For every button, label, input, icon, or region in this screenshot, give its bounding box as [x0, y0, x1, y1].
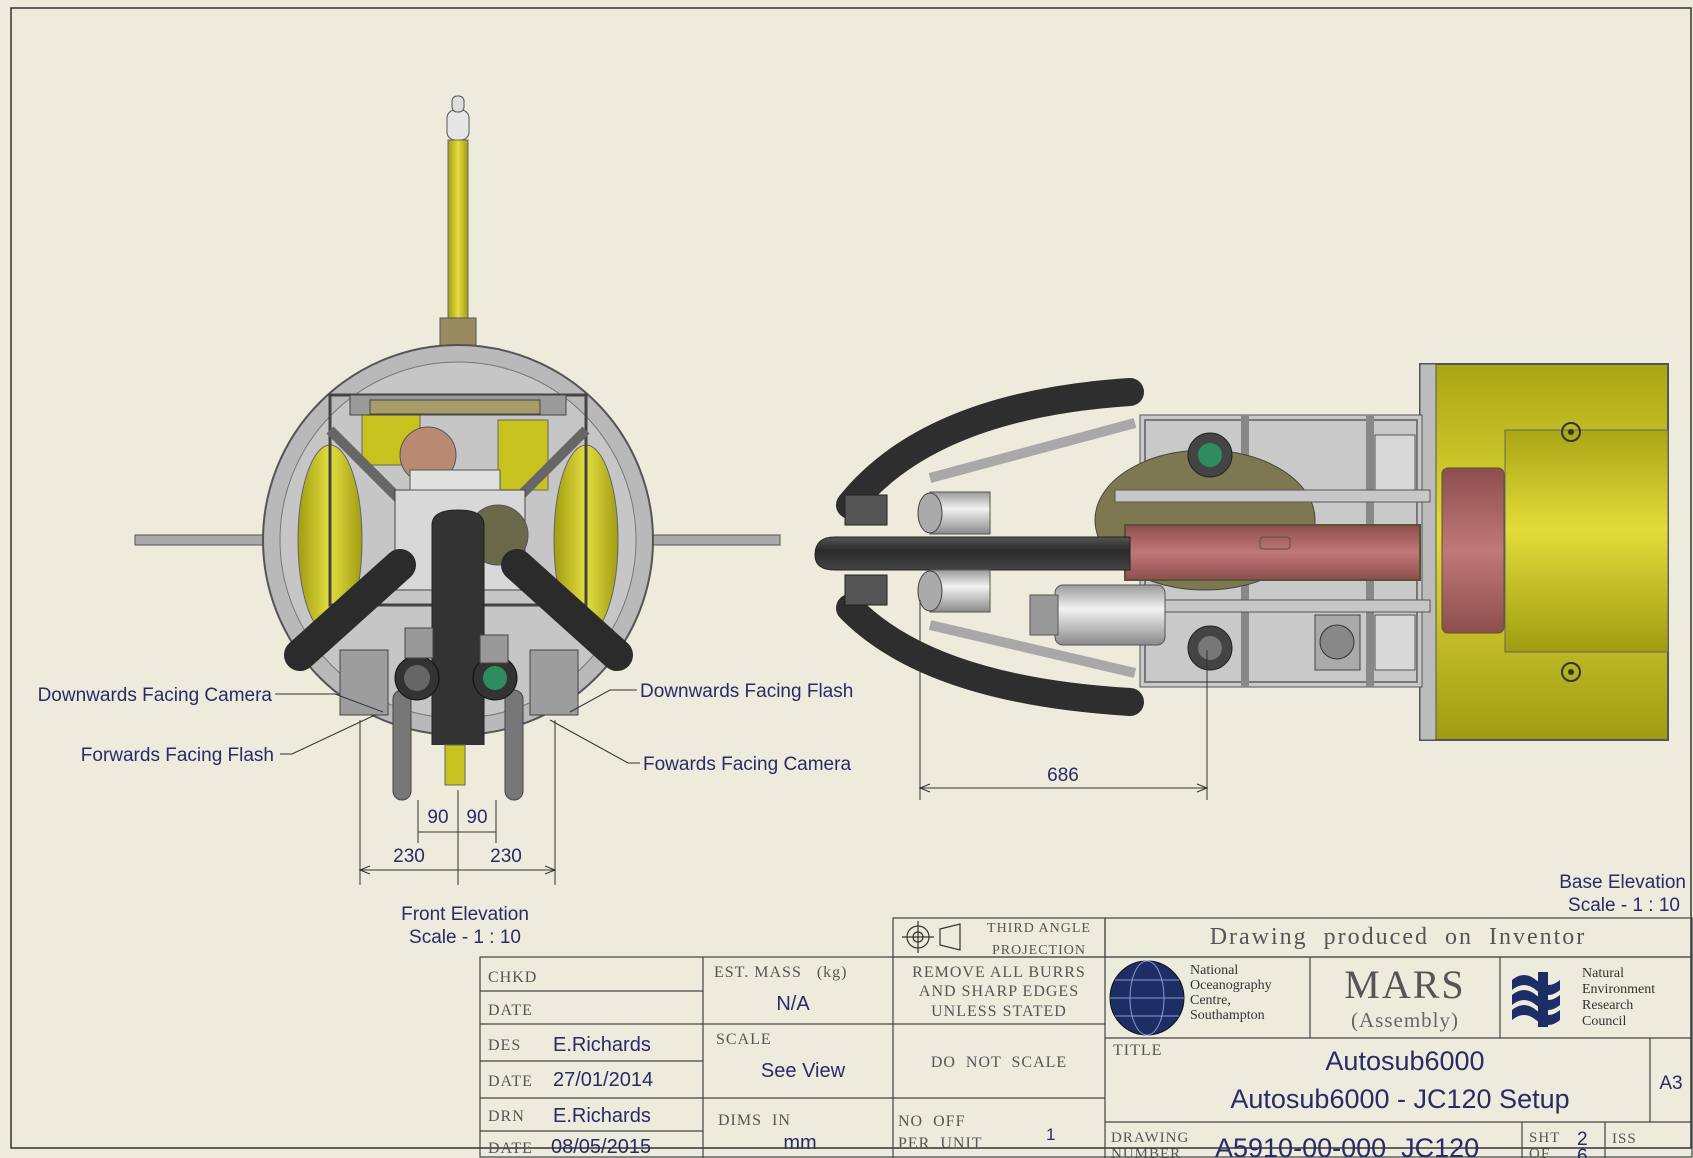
base-elevation-title: Base Elevation	[1559, 872, 1686, 893]
noc-line4: Southampton	[1190, 1008, 1265, 1023]
per-unit-label: PER UNIT	[898, 1135, 983, 1152]
noc-line1: National	[1190, 963, 1238, 978]
callout-forwards-camera: Fowards Facing Camera	[643, 754, 851, 775]
drawing-number-value: A5910-00-000_JC120	[1215, 1133, 1479, 1158]
title-line1: Autosub6000	[1325, 1046, 1484, 1076]
noc-globe-logo	[1109, 960, 1185, 1036]
nerc-line4: Council	[1582, 1014, 1626, 1029]
callout-downwards-camera: Downwards Facing Camera	[38, 685, 273, 706]
date-label: DATE	[488, 1002, 533, 1019]
sheet-border	[10, 7, 1692, 1149]
est-mass-value: N/A	[776, 993, 810, 1015]
burrs-line2: AND SHARP EDGES	[919, 983, 1079, 1000]
base-elevation-scale: Scale - 1 : 10	[1568, 895, 1680, 916]
projection-line1: THIRD ANGLE	[987, 921, 1091, 936]
callout-forwards-flash: Forwards Facing Flash	[81, 745, 274, 766]
front-elevation-view	[134, 95, 781, 801]
issue-label: ISS	[1612, 1131, 1637, 1147]
dimension-230-right: 230	[490, 846, 522, 867]
front-elevation-scale: Scale - 1 : 10	[409, 927, 521, 948]
front-elevation-title: Front Elevation	[401, 904, 529, 925]
nerc-wave-logo	[1512, 972, 1560, 1027]
title-line2: Autosub6000 - JC120 Setup	[1230, 1084, 1569, 1114]
designer-value: E.Richards	[553, 1034, 651, 1056]
sheet-size: A3	[1659, 1073, 1682, 1094]
drawn-date-value: 08/05/2015	[551, 1136, 651, 1158]
burrs-line1: REMOVE ALL BURRS	[912, 964, 1086, 981]
callout-leaders	[275, 689, 640, 764]
title-block	[479, 917, 1693, 1158]
burrs-line3: UNLESS STATED	[931, 1003, 1067, 1020]
mars-subtitle: (Assembly)	[1351, 1008, 1459, 1032]
sheet-of-label: OF	[1529, 1146, 1550, 1158]
title-label: TITLE	[1113, 1042, 1162, 1059]
drn-label: DRN	[488, 1108, 525, 1125]
des-label: DES	[488, 1037, 521, 1054]
noc-line2: Oceanography	[1190, 978, 1272, 993]
design-date-value: 27/01/2014	[553, 1069, 653, 1091]
third-angle-projection-icon	[902, 921, 961, 953]
scale-label: SCALE	[716, 1031, 772, 1048]
drawn-by-value: E.Richards	[553, 1105, 651, 1127]
do-not-scale: DO NOT SCALE	[931, 1054, 1067, 1071]
sheet-label: SHT	[1529, 1130, 1560, 1146]
nerc-line3: Research	[1582, 998, 1633, 1013]
dimension-90-left: 90	[427, 807, 448, 828]
dimension-230-left: 230	[393, 846, 425, 867]
drawing-number-label-2: NUMBER	[1111, 1146, 1181, 1158]
nerc-line2: Environment	[1582, 982, 1655, 997]
drawn-date-label: DATE	[488, 1140, 533, 1157]
dimension-lines	[358, 600, 1209, 885]
dims-value: mm	[783, 1132, 816, 1154]
no-off-value: 1	[1046, 1125, 1055, 1144]
nerc-line1: Natural	[1582, 966, 1624, 981]
drawing-number-label: DRAWING	[1111, 1130, 1189, 1146]
produced-on-inventor: Drawing produced on Inventor	[1210, 924, 1587, 950]
scale-value: See View	[761, 1060, 846, 1082]
callout-downwards-flash: Downwards Facing Flash	[640, 681, 853, 702]
chkd-label: CHKD	[488, 969, 537, 986]
sheet-number: 2	[1577, 1129, 1588, 1150]
dimension-686: 686	[1047, 765, 1079, 786]
no-off-label: NO OFF	[898, 1113, 965, 1130]
dimension-90-right: 90	[466, 807, 487, 828]
mars-title: MARS	[1344, 962, 1465, 1007]
est-mass-label: EST. MASS (kg)	[714, 964, 848, 981]
projection-line2: PROJECTION	[992, 943, 1086, 958]
base-elevation-view	[814, 363, 1669, 741]
design-date-label: DATE	[488, 1073, 533, 1090]
sheet-of-number: 6	[1577, 1146, 1588, 1158]
dims-label: DIMS IN	[718, 1112, 791, 1129]
noc-line3: Centre,	[1190, 993, 1231, 1008]
